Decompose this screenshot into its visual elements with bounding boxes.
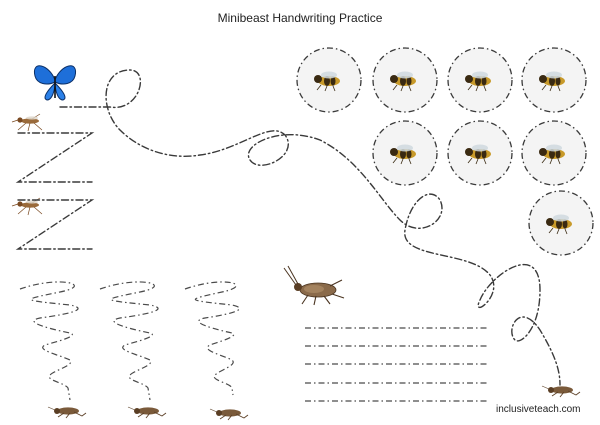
spring-trace-group bbox=[19, 281, 240, 401]
bee-circle bbox=[528, 190, 594, 256]
bee-circle-grid bbox=[296, 47, 594, 256]
bee-circle bbox=[372, 120, 438, 186]
spring-trace bbox=[99, 281, 159, 401]
loop-trace-path bbox=[59, 69, 561, 386]
mosquito-icon bbox=[11, 113, 43, 132]
zigzag-trace-top bbox=[15, 132, 95, 183]
beetle-icon bbox=[283, 265, 345, 306]
bee-circle bbox=[372, 47, 438, 113]
footer-credit: inclusiveteach.com bbox=[496, 404, 581, 415]
spring-trace bbox=[19, 281, 79, 401]
cricket-icon bbox=[541, 385, 581, 398]
bee-circle bbox=[521, 47, 587, 113]
spring-trace bbox=[184, 281, 240, 396]
butterfly-icon bbox=[33, 65, 77, 101]
writing-lines bbox=[305, 327, 488, 402]
page-title: Minibeast Handwriting Practice bbox=[217, 11, 383, 25]
cricket-icon bbox=[127, 406, 167, 419]
cricket-icon bbox=[209, 408, 249, 421]
bee-circle bbox=[447, 120, 513, 186]
bee-circle bbox=[521, 120, 587, 186]
cricket-icon bbox=[47, 406, 87, 419]
bee-circle bbox=[447, 47, 513, 113]
zigzag-trace-bottom bbox=[15, 199, 95, 250]
bee-circle bbox=[296, 47, 362, 113]
